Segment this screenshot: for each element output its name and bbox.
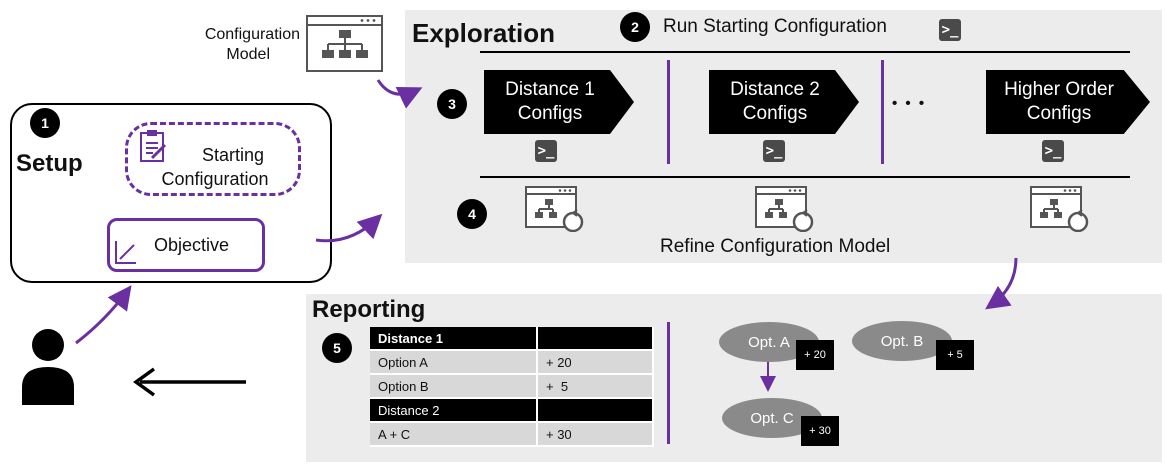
arrow-setup-to-exploration — [315, 213, 383, 243]
step-2-badge: 2 — [620, 12, 650, 42]
table-cell-value — [537, 398, 654, 423]
table-cell-value: + 20 — [537, 350, 654, 375]
results-table: Distance 1 Option A + 20 Option B + 5 Di… — [370, 327, 654, 447]
user-icon — [22, 329, 74, 405]
terminal-icon-distance-1: >_ — [535, 140, 557, 162]
configuration-model-line2: Model — [226, 46, 270, 63]
higher-order-configs: Higher Order Configs — [986, 70, 1150, 134]
distance-2-configs-line2: Configs — [742, 103, 808, 124]
table-cell-label: Distance 1 — [370, 327, 538, 351]
objective-box — [107, 218, 265, 272]
starting-configuration-box — [125, 122, 301, 196]
objective-label: Objective — [154, 235, 230, 255]
refine-model-icon — [755, 186, 814, 232]
distance-1-configs: Distance 1 Configs — [484, 70, 634, 134]
higher-order-configs-line1: Higher Order — [1004, 79, 1114, 100]
table-cell-value — [537, 327, 654, 351]
configuration-model-icon — [306, 15, 383, 72]
node-opt-b: Opt. B — [852, 321, 952, 361]
clipboard-icon — [140, 130, 167, 162]
refine-model-icon — [525, 186, 584, 232]
table-cell-value: + 30 — [537, 422, 654, 447]
divider-2 — [881, 60, 884, 164]
table-row: Option A + 20 — [370, 350, 654, 375]
table-cell-value: + 5 — [537, 374, 654, 399]
terminal-icon-run: >_ — [939, 19, 961, 41]
table-cell-label: Option A — [370, 350, 538, 375]
trend-chart-icon — [115, 241, 136, 264]
arrow-model-to-configs — [376, 79, 423, 109]
step-4-badge: 4 — [457, 199, 487, 229]
table-row: A + C + 30 — [370, 422, 654, 447]
table-row: Distance 1 — [370, 327, 654, 351]
node-opt-a-score: + 20 — [796, 340, 834, 370]
refine-model-icon — [1030, 186, 1089, 232]
node-opt-c-score: + 30 — [801, 416, 839, 446]
table-row: Distance 2 — [370, 398, 654, 423]
arrow-user-to-setup — [75, 285, 132, 345]
step-5-badge: 5 — [322, 333, 352, 363]
refine-configuration-model-label: Refine Configuration Model — [660, 236, 891, 257]
configuration-model-label: Configuration Model — [178, 25, 300, 65]
table-cell-label: A + C — [370, 422, 538, 447]
step-3-badge: 3 — [437, 89, 467, 119]
exploration-top-rule — [480, 51, 1130, 53]
distance-2-configs-line1: Distance 2 — [730, 79, 820, 100]
arrow-reporting-to-user — [133, 367, 246, 397]
distance-1-configs-line1: Distance 1 — [505, 79, 595, 100]
table-cell-label: Distance 2 — [370, 398, 538, 423]
ellipsis: • • • — [892, 95, 927, 112]
table-cell-label: Option B — [370, 374, 538, 399]
exploration-title: Exploration — [412, 18, 556, 48]
arrow-exploration-to-reporting — [985, 257, 1018, 310]
starting-line1: Starting — [201, 145, 265, 165]
node-opt-b-score: + 5 — [936, 340, 974, 370]
distance-1-configs-line2: Configs — [517, 103, 583, 124]
starting-configuration-label: Starting Configuration — [150, 143, 280, 191]
higher-order-configs-line2: Configs — [1026, 103, 1092, 124]
distance-2-configs: Distance 2 Configs — [709, 70, 859, 134]
terminal-icon-distance-2: >_ — [763, 140, 785, 162]
exploration-bottom-rule — [480, 176, 1130, 178]
terminal-icon-higher-order: >_ — [1042, 140, 1064, 162]
table-row: Option B + 5 — [370, 374, 654, 399]
starting-line2: Configuration — [161, 169, 269, 189]
step-1-badge: 1 — [30, 108, 60, 138]
configuration-model-line1: Configuration — [204, 26, 300, 43]
run-starting-configuration-label: Run Starting Configuration — [663, 16, 887, 37]
reporting-title: Reporting — [312, 296, 426, 323]
reporting-divider — [667, 322, 670, 444]
setup-title: Setup — [16, 150, 83, 177]
divider-1 — [667, 60, 670, 164]
